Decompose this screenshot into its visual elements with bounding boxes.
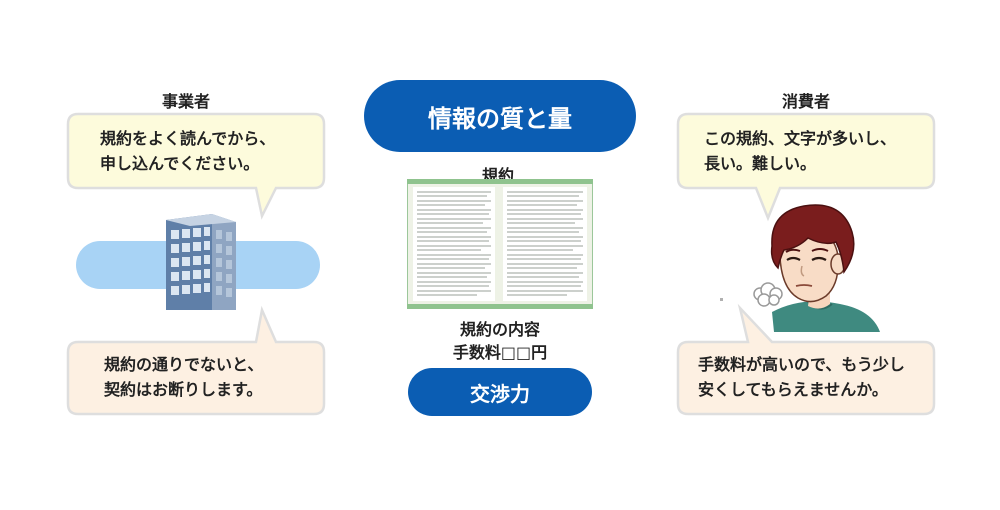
consumer-speech-top-text: この規約、文字が多いし、 長い。難しい。 <box>704 129 897 173</box>
negotiation-power-pill: 交渉力 <box>408 368 592 416</box>
terms-document-icon <box>407 179 593 309</box>
business-speech-bubble-top <box>66 112 326 220</box>
business-speech-bottom-text: 規約の通りでないと、 契約はお断りします。 <box>104 355 264 399</box>
consumer-heading: 消費者 <box>782 92 831 111</box>
business-speech-top-text: 規約をよく読んでから、 申し込んでください。 <box>100 129 276 173</box>
consumer-speech-bubble-bottom <box>676 303 936 416</box>
consumer-speech-bottom-text: 手数料が高いので、もう少し 安くしてもらえませんか。 <box>698 355 905 399</box>
consumer-speech-bubble-top <box>676 112 936 222</box>
info-quality-quantity-pill: 情報の質と量 <box>364 80 636 152</box>
business-speech-bubble-bottom <box>66 305 326 416</box>
terms-content-line1: 規約の内容 <box>459 320 540 339</box>
business-heading: 事業者 <box>162 92 211 111</box>
terms-content-line2: 手数料□□円 <box>452 343 548 362</box>
office-building-icon <box>166 214 236 310</box>
consumer-person-icon <box>720 204 880 332</box>
